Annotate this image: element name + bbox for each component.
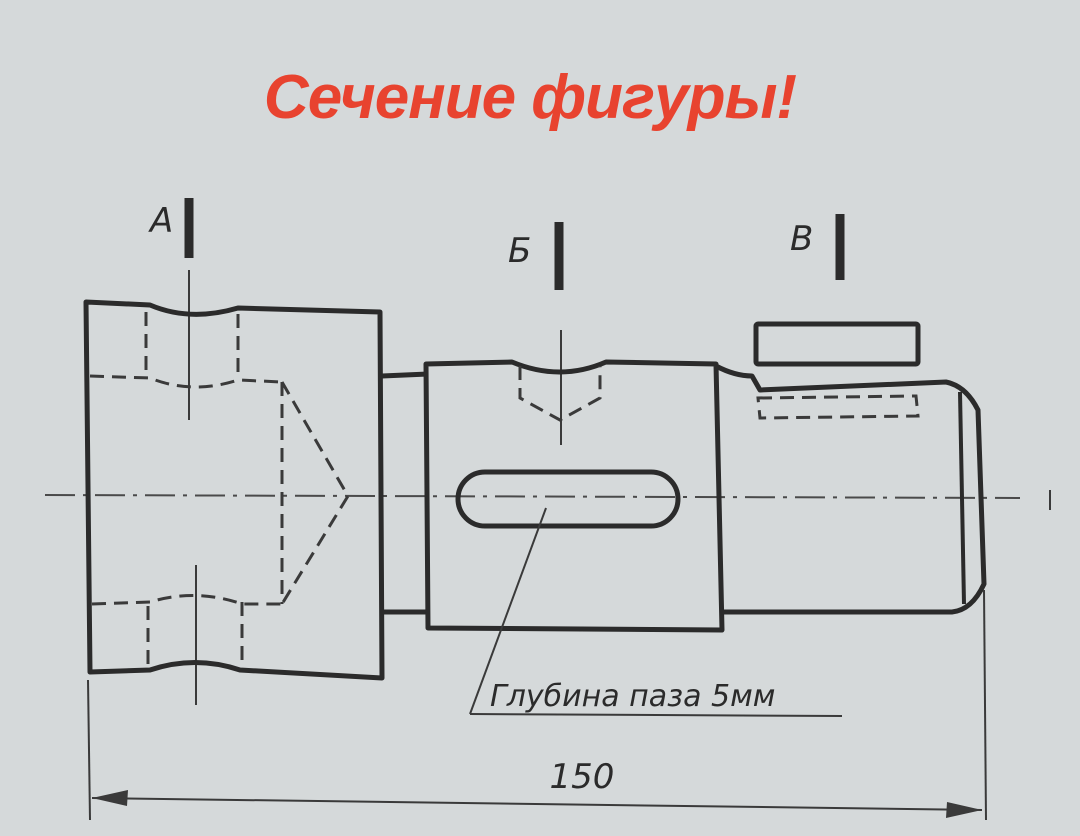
chamfer-line: [958, 391, 966, 605]
dim-ext-left: [87, 679, 91, 821]
left-block-outline: [83, 299, 385, 681]
keyway-slot: [455, 469, 681, 529]
neck-outline: [381, 371, 429, 615]
dim-arrow-right: [946, 802, 982, 818]
page-title: Сечение фигуры!: [264, 63, 796, 132]
right-shaft-outline: [714, 363, 987, 615]
hidden-hole-top: [89, 312, 283, 389]
hidden-keyway-v: [756, 394, 920, 420]
slot-leader: [469, 507, 547, 715]
hidden-hole-b: [518, 366, 602, 422]
section-label-v: В: [790, 219, 813, 259]
hidden-cone-bore: [280, 381, 350, 605]
dim-line-150: [91, 797, 983, 811]
dim-value-150: 150: [550, 757, 615, 797]
key-part: [753, 321, 921, 367]
hidden-hole-bottom: [91, 594, 282, 665]
dim-arrow-left: [92, 790, 128, 806]
section-label-a: А: [148, 201, 173, 241]
axis-line: [44, 494, 1021, 499]
middle-block-outline: [423, 359, 725, 633]
slot-depth-note: Глубина паза 5мм: [490, 679, 775, 714]
section-label-b: Б: [508, 231, 531, 271]
dim-ext-right: [983, 589, 987, 821]
slot-leader-shelf: [469, 713, 843, 717]
